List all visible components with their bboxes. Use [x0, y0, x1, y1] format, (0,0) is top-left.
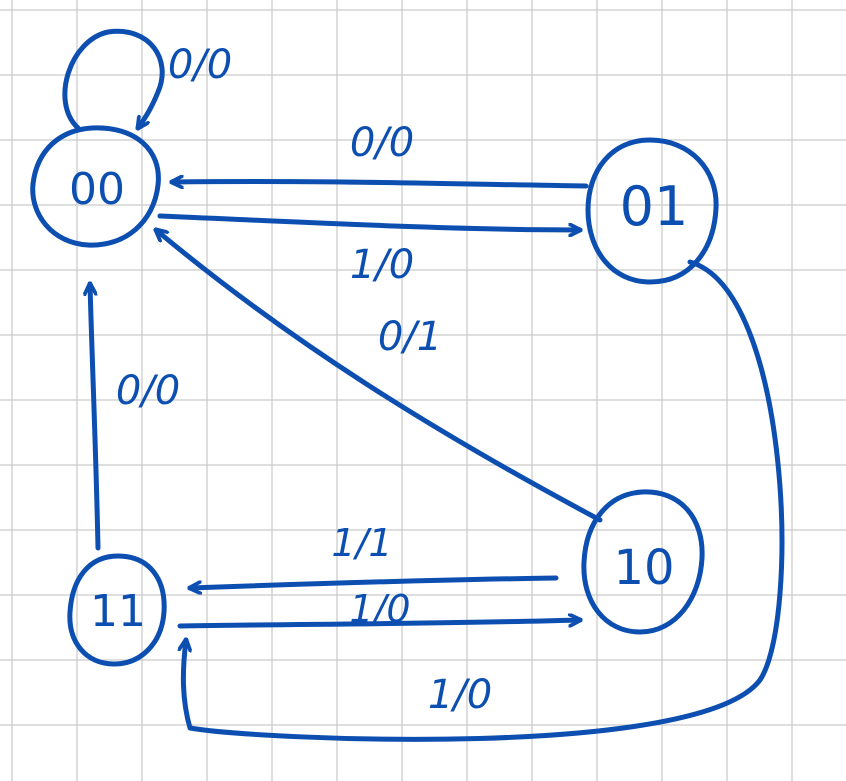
state-node-11: 11 — [67, 553, 167, 667]
transition-11-to-10: 1/0 — [177, 587, 580, 631]
transition-10-to-00: 0/1 — [156, 230, 603, 523]
label-11-to-10: 1/0 — [349, 587, 410, 631]
state-node-00: 00 — [30, 125, 161, 248]
transition-01-to-11: 1/0 — [183, 259, 785, 742]
transition-11-to-00: 0/0 — [90, 284, 180, 551]
label-self-00: 0/0 — [168, 42, 232, 88]
transition-01-to-00: 0/0 — [169, 120, 589, 186]
state-label-00: 00 — [69, 164, 125, 215]
state-label-11: 11 — [90, 586, 146, 637]
transition-00-to-01: 1/0 — [157, 213, 583, 288]
state-label-01: 01 — [620, 175, 689, 238]
label-00-to-01: 1/0 — [350, 242, 414, 288]
label-10-to-00: 0/1 — [378, 314, 442, 360]
transition-self-00: 0/0 — [62, 28, 232, 128]
state-node-01: 01 — [585, 137, 719, 285]
state-node-10: 10 — [581, 489, 705, 635]
label-01-to-00: 0/0 — [350, 120, 414, 166]
label-10-to-11: 1/1 — [331, 521, 392, 565]
transition-10-to-11: 1/1 — [190, 521, 559, 588]
label-01-to-11: 1/0 — [428, 672, 492, 718]
state-label-10: 10 — [613, 540, 674, 596]
label-11-to-00: 0/0 — [116, 368, 180, 414]
